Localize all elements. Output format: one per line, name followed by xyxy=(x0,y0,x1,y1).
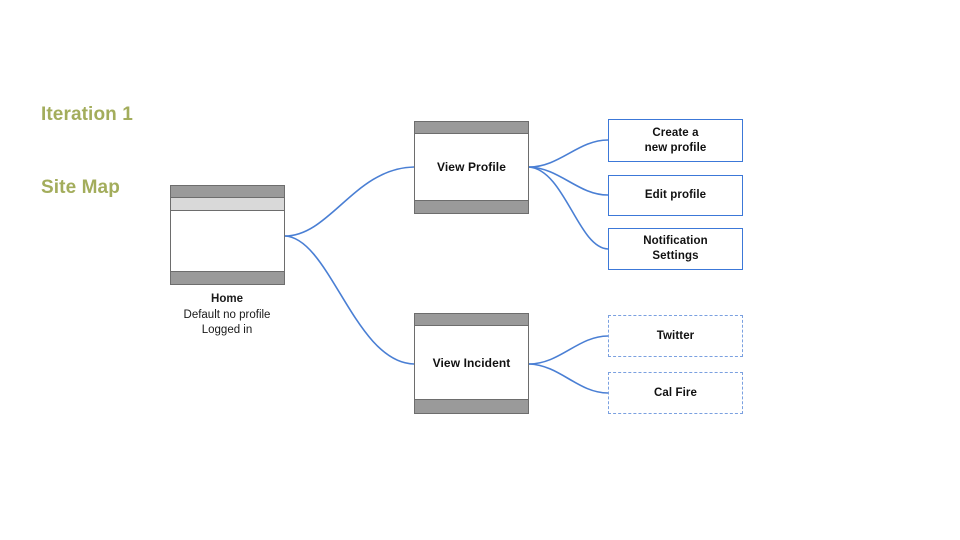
wireframe-header-bar xyxy=(415,314,528,326)
wireframe-footer-bar xyxy=(415,399,528,413)
node-home-caption-line-2: Logged in xyxy=(201,324,253,337)
edge-view-profile-to-notification xyxy=(528,166,609,250)
page-title-line-1: Iteration 1 xyxy=(41,104,133,126)
wireframe-footer-bar xyxy=(171,271,284,284)
wireframe-subheader-bar xyxy=(171,198,284,211)
page-title-line-2: Site Map xyxy=(41,176,120,198)
leaf-create-a-new-profile[interactable]: Create a new profile xyxy=(608,119,743,162)
node-home-caption: Home Default no profile Logged in xyxy=(147,292,307,339)
wireframe-body: View Incident xyxy=(415,326,528,399)
leaf-twitter[interactable]: Twitter xyxy=(608,315,743,357)
leaf-label-line-1: Create a xyxy=(652,126,699,139)
edge-home-to-view-profile xyxy=(284,166,415,237)
leaf-edit-profile[interactable]: Edit profile xyxy=(608,175,743,216)
leaf-cal-fire[interactable]: Cal Fire xyxy=(608,372,743,414)
leaf-cal-fire-label: Cal Fire xyxy=(654,386,697,399)
edge-view-profile-to-create-profile xyxy=(528,139,609,168)
wireframe-footer-bar xyxy=(415,200,528,213)
leaf-label-line-2: new profile xyxy=(644,141,707,154)
wireframe-body xyxy=(171,211,284,271)
node-view-incident-label: View Incident xyxy=(432,355,511,370)
leaf-twitter-label: Twitter xyxy=(656,329,695,342)
leaf-notification-settings[interactable]: Notification Settings xyxy=(608,228,743,270)
node-home-caption-title: Home xyxy=(211,293,243,305)
node-home-caption-line-1: Default no profile xyxy=(183,308,271,321)
leaf-edit-profile-label: Edit profile xyxy=(644,189,707,202)
wireframe-header-bar xyxy=(171,186,284,198)
leaf-label-line-1: Notification xyxy=(643,235,708,248)
leaf-label-line-2: Settings xyxy=(652,250,699,262)
page-title: Iteration 1 Site Map xyxy=(41,55,133,248)
node-home[interactable] xyxy=(170,185,285,285)
leaf-create-a-new-profile-label: Create a new profile xyxy=(645,126,707,155)
edge-view-incident-to-twitter xyxy=(528,335,609,365)
leaf-notification-settings-label: Notification Settings xyxy=(643,234,707,263)
node-view-incident[interactable]: View Incident xyxy=(414,313,529,414)
wireframe-body: View Profile xyxy=(415,134,528,200)
node-view-profile[interactable]: View Profile xyxy=(414,121,529,214)
edge-view-incident-to-cal-fire xyxy=(528,363,609,394)
edge-view-profile-to-edit-profile xyxy=(528,166,609,196)
wireframe-header-bar xyxy=(415,122,528,134)
node-view-profile-label: View Profile xyxy=(436,160,506,174)
